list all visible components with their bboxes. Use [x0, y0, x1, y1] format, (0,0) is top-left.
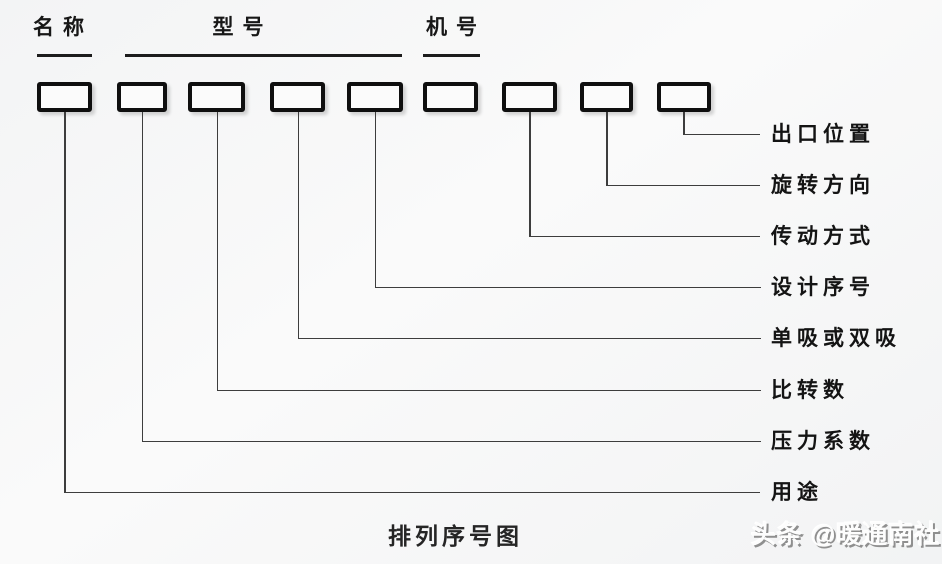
label-purpose: 用途: [771, 480, 823, 504]
label-drive-mode: 传动方式: [771, 224, 875, 248]
connector-v-box8: [606, 112, 608, 186]
connector-v-box1: [64, 112, 66, 493]
label-pressure-coefficient: 压力系数: [771, 429, 875, 453]
code-box-2: [117, 82, 167, 112]
code-box-4: [270, 82, 325, 112]
connector-v-box2: [141, 112, 143, 442]
connector-h-box3: [216, 389, 761, 391]
connector-h-box5: [374, 286, 761, 288]
label-specific-speed: 比转数: [771, 378, 849, 402]
code-box-1: [37, 82, 92, 112]
label-outlet-position: 出口位置: [771, 122, 875, 146]
group-label-name: 名称: [33, 15, 93, 39]
connector-h-box1: [64, 491, 760, 493]
connector-v-box5: [374, 112, 376, 288]
code-box-3: [188, 82, 245, 112]
connector-v-box9: [683, 112, 685, 135]
group-label-machine-no: 机号: [426, 15, 486, 39]
group-label-model: 型号: [212, 15, 273, 39]
connector-h-box9: [683, 133, 760, 135]
connector-h-box8: [606, 184, 760, 186]
label-single-or-double-suction: 单吸或双吸: [771, 326, 901, 350]
code-box-8: [580, 82, 633, 112]
label-rotation-direction: 旋转方向: [771, 173, 875, 197]
code-box-9: [657, 82, 711, 112]
group-underline-name: [37, 54, 92, 57]
code-box-5: [347, 82, 403, 112]
label-design-serial-number: 设计序号: [771, 275, 875, 299]
connector-h-box4: [297, 337, 761, 339]
diagram-caption: 排列序号图: [388, 523, 523, 549]
connector-v-box4: [297, 112, 299, 339]
group-underline-model: [125, 54, 402, 57]
code-box-7: [502, 82, 557, 112]
group-underline-machine-no: [423, 54, 480, 57]
toutiao-watermark: 头条 @暖通南社: [751, 521, 941, 549]
connector-h-box7: [529, 235, 760, 237]
code-box-6: [423, 82, 478, 112]
connector-v-box3: [216, 112, 218, 391]
connector-h-box2: [141, 440, 761, 442]
connector-v-box7: [529, 112, 531, 237]
